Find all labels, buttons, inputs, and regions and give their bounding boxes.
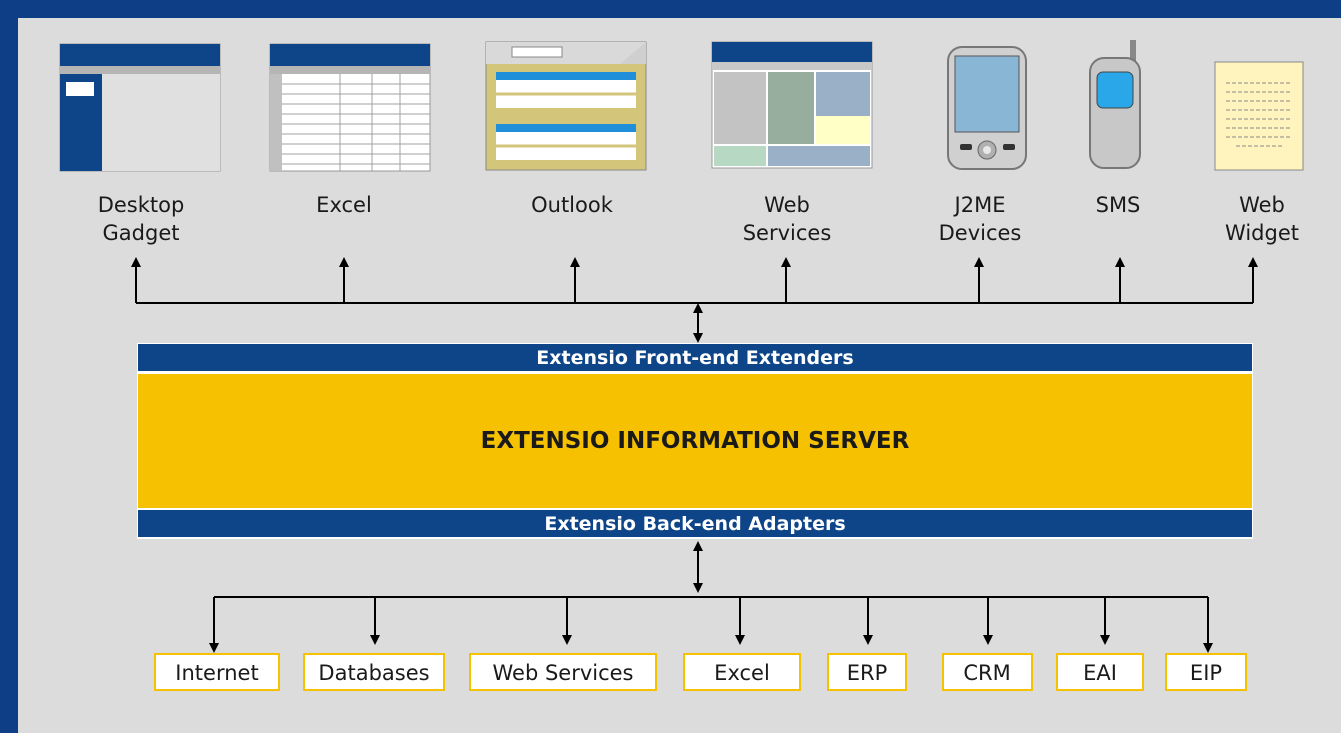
- source-label: Databases: [318, 661, 429, 685]
- desktop-gadget-window-icon: [59, 43, 221, 172]
- front-end-extenders-label: Extensio Front-end Extenders: [536, 347, 853, 369]
- back-end-adapters-bar: [138, 510, 1252, 537]
- client-label-web-widget: Web: [1239, 193, 1285, 217]
- outlook-window-icon: [485, 41, 647, 171]
- server-title: EXTENSIO INFORMATION SERVER: [481, 428, 910, 454]
- information-server-block: Extensio Front-end Extenders EXTENSIO IN…: [137, 343, 1253, 539]
- client-label-sms: SMS: [1096, 193, 1141, 217]
- source-box-excel: Excel: [683, 653, 801, 691]
- back-end-adapters-label: Extensio Back-end Adapters: [544, 513, 845, 535]
- mobile-phone-icon: [1089, 40, 1141, 169]
- client-label-j2me-line2: Devices: [939, 221, 1022, 245]
- source-box-erp: ERP: [827, 653, 907, 691]
- source-label: EAI: [1083, 661, 1117, 685]
- client-label-j2me: J2ME: [953, 193, 1006, 217]
- server-core: [138, 374, 1252, 508]
- client-label-web-services: Web: [764, 193, 810, 217]
- client-label-web-services-line2: Services: [743, 221, 832, 245]
- source-box-internet: Internet: [154, 653, 280, 691]
- source-box-eip: EIP: [1165, 653, 1247, 691]
- source-box-web-services: Web Services: [469, 653, 657, 691]
- client-label-desktop-line2: Gadget: [103, 221, 180, 245]
- client-label-excel: Excel: [316, 193, 372, 217]
- client-label-web-widget-line2: Widget: [1225, 221, 1299, 245]
- source-label: CRM: [963, 661, 1010, 685]
- pda-device-icon: [947, 46, 1027, 170]
- source-box-crm: CRM: [942, 653, 1033, 691]
- client-label-outlook: Outlook: [531, 193, 614, 217]
- front-end-extenders-bar: [138, 344, 1252, 371]
- client-label-desktop: Desktop: [98, 193, 185, 217]
- source-connector-bus: [209, 541, 1213, 653]
- web-services-window-icon: [711, 41, 873, 169]
- web-widget-note-icon: [1214, 61, 1304, 171]
- source-label: Excel: [714, 661, 770, 685]
- source-label: ERP: [847, 661, 888, 685]
- source-box-databases: Databases: [303, 653, 445, 691]
- client-connector-bus: [131, 257, 1258, 343]
- excel-spreadsheet-icon: [269, 43, 431, 172]
- source-label: EIP: [1190, 661, 1222, 685]
- source-label: Web Services: [492, 661, 633, 685]
- source-box-eai: EAI: [1056, 653, 1144, 691]
- source-label: Internet: [175, 661, 258, 685]
